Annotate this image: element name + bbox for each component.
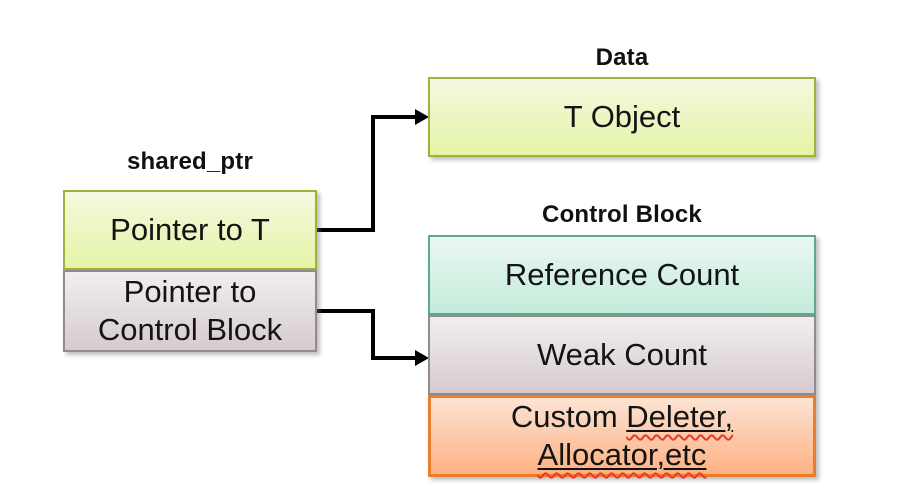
- shared-ptr-title: shared_ptr: [126, 148, 254, 175]
- deleter-underline: Deleter,: [626, 399, 733, 434]
- t-object-label: T Object: [563, 99, 681, 135]
- custom-deleter-box: Custom Deleter, Allocator,etc: [428, 395, 816, 477]
- data-title: Data: [595, 44, 649, 71]
- pointer-to-t-label: Pointer to T: [110, 212, 270, 248]
- control-block-title: Control Block: [542, 201, 702, 228]
- t-object-box: T Object: [428, 77, 816, 157]
- pointer-to-control-block-label: Pointer to Control Block: [97, 274, 283, 347]
- weak-count-box: Weak Count: [428, 315, 816, 395]
- reference-count-label: Reference Count: [504, 257, 740, 293]
- pointer-to-control-block-box: Pointer to Control Block: [63, 270, 317, 352]
- allocator-underline: Allocator,etc: [538, 437, 707, 472]
- arrow-pointer-to-control-block: [317, 309, 429, 366]
- allocator-misspelled-text: Allocator,etc: [537, 437, 707, 472]
- weak-count-label: Weak Count: [536, 337, 707, 373]
- deleter-misspelled-text: Deleter,: [626, 399, 734, 435]
- custom-deleter-label: Custom Deleter, Allocator,etc: [511, 398, 733, 474]
- arrow-pointer-to-t: [317, 109, 429, 232]
- reference-count-box: Reference Count: [428, 235, 816, 315]
- pointer-to-t-box: Pointer to T: [63, 190, 317, 270]
- custom-deleter-plain-text: Custom: [510, 399, 627, 435]
